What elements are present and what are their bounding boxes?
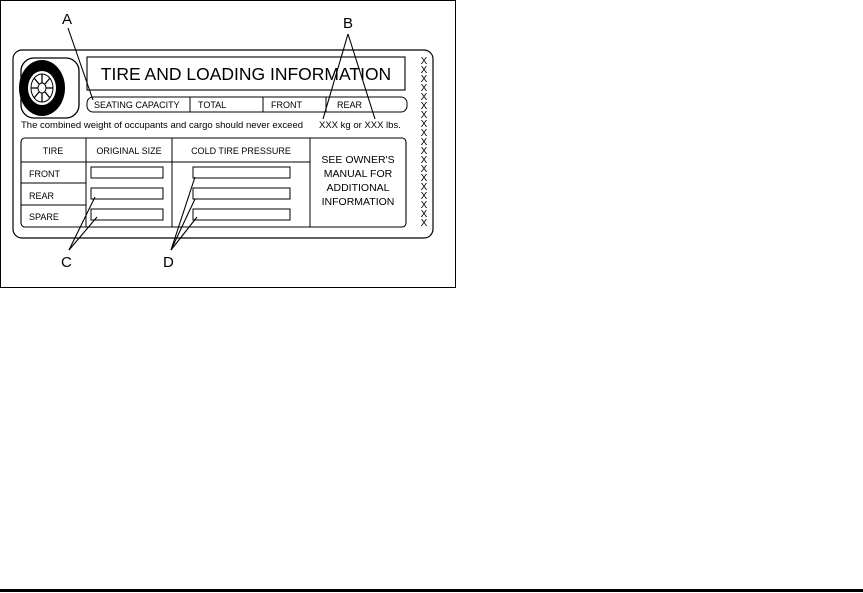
- x-mark: X: [421, 209, 428, 220]
- x-mark: X: [421, 137, 428, 148]
- x-mark: X: [421, 200, 428, 211]
- x-mark: X: [421, 128, 428, 139]
- header-cold-tire-pressure: COLD TIRE PRESSURE: [191, 146, 291, 156]
- owners-manual-line-2: MANUAL FOR: [324, 168, 393, 180]
- page-bottom-rule: [0, 589, 863, 592]
- callout-d: D: [163, 254, 174, 271]
- x-mark: X: [421, 173, 428, 184]
- x-mark: X: [421, 92, 428, 103]
- callout-c: C: [61, 254, 72, 271]
- x-mark: X: [421, 101, 428, 112]
- owners-manual-line-1: SEE OWNER'S: [321, 154, 394, 166]
- row-label-rear: REAR: [29, 191, 55, 201]
- placard-border: [12, 49, 434, 239]
- row-label-front: FRONT: [29, 169, 60, 179]
- total-label: TOTAL: [198, 100, 226, 110]
- weight-value: XXX kg or XXX lbs.: [319, 120, 401, 131]
- x-mark: X: [421, 182, 428, 193]
- cold-pressure-field-rear: [192, 187, 291, 200]
- callout-a: A: [62, 11, 72, 28]
- title-box: [86, 56, 406, 91]
- x-mark: X: [421, 83, 428, 94]
- leader-lines: [67, 27, 376, 251]
- cold-pressure-field-front: [192, 166, 291, 179]
- x-mark: X: [421, 191, 428, 202]
- x-mark: X: [421, 110, 428, 121]
- cold-pressure-field-spare: [192, 208, 291, 221]
- original-size-field-front: [90, 166, 164, 179]
- rear-label: REAR: [337, 100, 363, 110]
- callout-b: B: [343, 15, 353, 32]
- tire-loading-diagram: A B C D TIRE AND LOADING INFORMATION SEA…: [0, 0, 456, 288]
- owners-manual-line-3: ADDITIONAL: [326, 182, 389, 194]
- x-mark: X: [421, 164, 428, 175]
- owners-manual-line-4: INFORMATION: [322, 196, 395, 208]
- original-size-field-spare: [90, 208, 164, 221]
- tire-table: TIRE ORIGINAL SIZE COLD TIRE PRESSURE FR…: [20, 137, 407, 228]
- x-mark: X: [421, 65, 428, 76]
- x-mark: X: [421, 146, 428, 157]
- placard-title: TIRE AND LOADING INFORMATION: [101, 64, 391, 84]
- x-mark: X: [421, 155, 428, 166]
- tire-icon: [19, 57, 80, 119]
- front-label: FRONT: [271, 100, 302, 110]
- seating-capacity-box: [86, 96, 408, 113]
- row-label-spare: SPARE: [29, 212, 59, 222]
- x-mark: X: [421, 74, 428, 85]
- combined-weight-text: The combined weight of occupants and car…: [21, 120, 303, 131]
- header-tire: TIRE: [43, 146, 64, 156]
- original-size-field-rear: [90, 187, 164, 200]
- seating-capacity-label: SEATING CAPACITY: [94, 100, 180, 110]
- header-original-size: ORIGINAL SIZE: [96, 146, 161, 156]
- x-mark: X: [421, 56, 428, 67]
- x-mark: X: [421, 119, 428, 130]
- x-mark: X: [421, 218, 428, 229]
